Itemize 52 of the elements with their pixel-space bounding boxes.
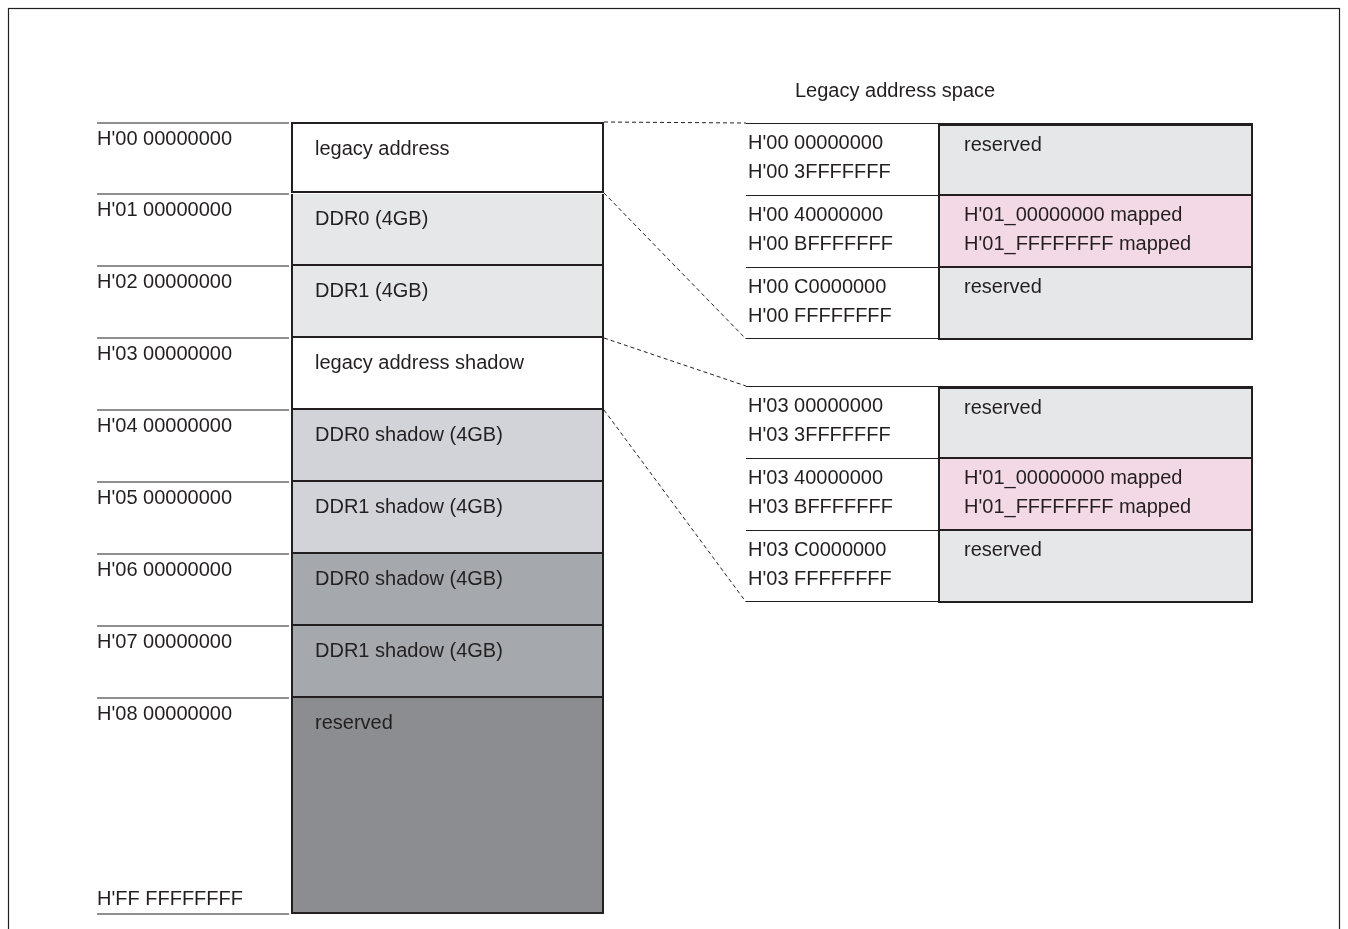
dashed-leader-line: [603, 337, 747, 387]
address-range: H'00 00000000 H'00 3FFFFFFF: [748, 130, 892, 184]
memory-region-box: [291, 482, 604, 554]
address-range: H'03 00000000 H'03 3FFFFFFF: [748, 393, 892, 447]
memory-region-box: [291, 410, 604, 482]
region-label: DDR0 shadow (4GB): [315, 422, 504, 447]
memory-region-box: [291, 266, 604, 338]
address-label: H'05 00000000: [97, 485, 233, 509]
address-range: H'00 C0000000 H'00 FFFFFFFF: [748, 274, 893, 328]
address-range: H'03 40000000 H'03 BFFFFFFF: [748, 465, 894, 519]
address-range: H'03 C0000000 H'03 FFFFFFFF: [748, 537, 893, 591]
address-label: H'07 00000000: [97, 629, 233, 653]
region-label: reserved: [964, 274, 1043, 299]
memory-region-box: [291, 626, 604, 698]
memory-region-box: [291, 554, 604, 626]
region-label: DDR1 shadow (4GB): [315, 638, 504, 663]
memory-region-cell: [938, 124, 1253, 196]
region-label: DDR1 shadow (4GB): [315, 494, 504, 519]
memory-region-box: [291, 698, 604, 914]
address-label: H'06 00000000: [97, 557, 233, 581]
region-label: DDR0 (4GB): [315, 206, 430, 231]
memory-region-box: [291, 122, 604, 193]
address-label: H'02 00000000: [97, 269, 233, 293]
memory-table: [746, 123, 1253, 339]
region-label: legacy address: [315, 136, 451, 161]
region-label: reserved: [964, 395, 1043, 420]
address-label: H'FF FFFFFFFF: [97, 886, 243, 910]
region-label: DDR1 (4GB): [315, 278, 430, 303]
memory-region-box: [291, 338, 604, 410]
address-label: H'00 00000000: [97, 126, 233, 150]
region-label: DDR0 shadow (4GB): [315, 566, 504, 591]
dashed-leader-line: [603, 409, 747, 603]
address-label: H'03 00000000: [97, 341, 233, 365]
section-heading: Legacy address space: [795, 78, 996, 102]
address-range: H'00 40000000 H'00 BFFFFFFF: [748, 202, 894, 256]
region-label: reserved: [315, 710, 394, 735]
memory-region-cell: [938, 268, 1253, 340]
address-label: H'04 00000000: [97, 413, 233, 437]
memory-region-cell: [938, 196, 1253, 268]
region-label: H'01_00000000 mapped H'01_FFFFFFFF mapped: [964, 465, 1193, 520]
address-label: H'08 00000000: [97, 701, 233, 725]
region-label: H'01_00000000 mapped H'01_FFFFFFFF mapped: [964, 202, 1193, 257]
dashed-leader-line: [603, 121, 747, 124]
region-label: legacy address shadow: [315, 350, 525, 375]
address-label: H'01 00000000: [97, 197, 233, 221]
memory-region-cell: [938, 459, 1253, 531]
memory-table: [746, 386, 1253, 602]
region-label: reserved: [964, 132, 1043, 157]
memory-region-cell: [938, 531, 1253, 603]
memory-region-cell: [938, 387, 1253, 459]
region-label: reserved: [964, 537, 1043, 562]
memory-region-box: [291, 194, 604, 266]
